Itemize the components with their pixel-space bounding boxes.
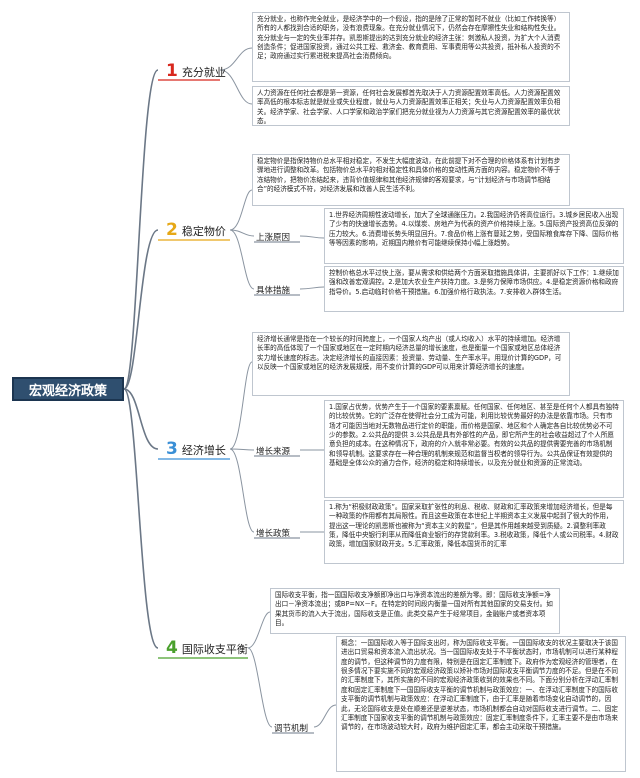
connector-topic3-sub2 — [229, 448, 255, 533]
connector-root-topic4 — [123, 388, 159, 649]
connector-topic4-sub1 — [247, 647, 273, 728]
connector-topic2-sub1 — [229, 229, 255, 237]
topic-number: 3 — [166, 439, 178, 459]
subtopic-adjustment-mechanism[interactable]: 调节机制 — [274, 724, 309, 734]
topic-number: 4 — [166, 638, 178, 658]
note-text: 概念：一国国际收入等于国际支出时，称为国际收支平衡。一国国际收支的状况主要取决于… — [341, 639, 618, 732]
connector-sub-measures — [299, 286, 325, 290]
topic-balance-of-payments[interactable]: 4 国际收支平衡 — [166, 640, 248, 657]
topic-full-employment[interactable]: 1 充分就业 — [166, 63, 226, 80]
subtopic-growth-sources[interactable]: 增长来源 — [256, 447, 291, 457]
topic-number: 2 — [166, 220, 178, 240]
connector-topic4-intro — [247, 611, 271, 649]
topic-economic-growth[interactable]: 3 经济增长 — [166, 441, 226, 458]
note-growth-policy: 1.称为“积极财政政策”。国家采取扩张性的利息、税收、财政和汇率政策来增加经济增… — [324, 500, 624, 564]
note-balance-intro: 国际收支平衡，指一国国际收支净额即净出口与净资本流出的差额为零。即：国际收支净额… — [270, 588, 560, 634]
note-text: 人力资源在任何社会都是第一资源，任何社会发展都首先取决于人力资源配置效率高低。人… — [257, 89, 561, 126]
note-text: 1.国家占优势，优势产生于一个国家的要素禀赋。任何国家、任何地区、甚至是任何个人… — [329, 403, 619, 468]
note-text: 1.称为“积极财政政策”。国家采取扩张性的利息、税收、财政和汇率政策来增加经济增… — [329, 503, 619, 549]
note-economic-growth-intro: 经济增长通常是指在一个较长的时间跨度上，一个国家人均产出（或人均收入）水平的持续… — [252, 332, 570, 396]
connector-root-topic1 — [123, 69, 159, 390]
note-stable-prices-intro: 稳定物价是指保持物价总水平相对稳定，不发生大幅度波动，在此前提下对不合理的价格体… — [252, 154, 570, 206]
topic-label: 稳定物价 — [181, 225, 226, 238]
note-rise-causes: 1.世界经济周期性波动增长，加大了全球通胀压力。2.我国经济仍将高位运行。3.城… — [324, 208, 624, 264]
note-text: 1.世界经济周期性波动增长，加大了全球通胀压力。2.我国经济仍将高位运行。3.城… — [329, 211, 619, 248]
topic-label: 充分就业 — [181, 66, 226, 79]
subtopic-rise-causes[interactable]: 上涨原因 — [256, 233, 291, 243]
topic-number: 1 — [166, 61, 178, 81]
subtopic-growth-policy[interactable]: 增长政策 — [256, 529, 291, 539]
topic-stable-prices[interactable]: 2 稳定物价 — [166, 222, 226, 239]
note-text: 控制价格总水平过快上涨，要从需求和供给两个方面采取措施具体讲，主要抓好以下工作：… — [329, 269, 619, 296]
note-full-employment-2: 人力资源在任何社会都是第一资源，任何社会发展都首先取决于人力资源配置效率高低。人… — [252, 86, 570, 126]
connector-topic2-sub2 — [229, 229, 255, 290]
note-growth-sources: 1.国家占优势，优势产生于一个国家的要素禀赋。任何国家、任何地区、甚至是任何个人… — [324, 400, 624, 498]
connector-root-topic3 — [123, 388, 159, 450]
note-text: 国际收支平衡，指一国国际收支净额即净出口与净资本流出的差额为零。即：国际收支净额… — [275, 591, 553, 628]
connector-topic3-sub1 — [229, 448, 255, 451]
connector-sub-mechanism — [313, 704, 337, 728]
connector-topic1-text2 — [219, 69, 253, 105]
root-topic[interactable]: 宏观经济政策 — [12, 377, 124, 401]
connector-topic3-intro — [229, 361, 253, 450]
connector-topic2-intro — [229, 189, 253, 231]
subtopic-measures[interactable]: 具体措施 — [256, 286, 291, 296]
note-text: 稳定物价是指保持物价总水平相对稳定，不发生大幅度波动，在此前提下对不合理的价格体… — [257, 157, 561, 194]
topic-label: 国际收支平衡 — [181, 643, 248, 656]
connector-topic1-text1 — [219, 47, 253, 71]
note-text: 经济增长通常是指在一个较长的时间跨度上，一个国家人均产出（或人均收入）水平的持续… — [257, 335, 562, 372]
connector-root-topic2 — [123, 229, 159, 390]
connector-sub-rise — [299, 235, 325, 239]
note-full-employment-1: 充分就业，也称作完全就业，是经济学中的一个假设，指的是除了正常的暂时不就业（比如… — [252, 12, 570, 82]
topic-label: 经济增长 — [181, 444, 226, 457]
note-measures: 控制价格总水平过快上涨，要从需求和供给两个方面采取措施具体讲，主要抓好以下工作：… — [324, 266, 624, 312]
note-adjustment-mechanism: 概念：一国国际收入等于国际支出时，称为国际收支平衡。一国国际收支的状况主要取决于… — [336, 636, 626, 772]
note-text: 充分就业，也称作完全就业，是经济学中的一个假设，指的是除了正常的暂时不就业（比如… — [257, 15, 561, 61]
